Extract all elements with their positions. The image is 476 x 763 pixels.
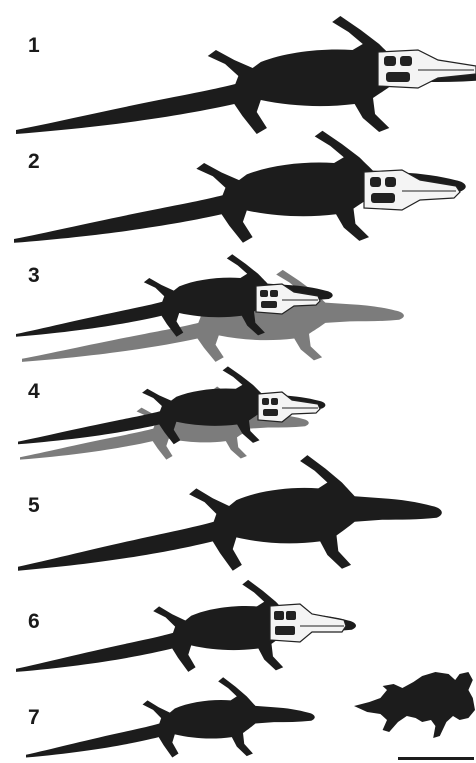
skull-illustration <box>364 170 460 210</box>
panel-1: 1 <box>16 16 476 134</box>
scale-bar <box>398 757 474 760</box>
skull-illustration <box>270 604 346 642</box>
panel-5: 5 <box>18 455 442 571</box>
panel-label: 6 <box>28 610 40 633</box>
panel-7: 7 <box>26 677 315 757</box>
crocodylian-silhouette <box>18 455 442 571</box>
panel-label: 3 <box>28 264 40 287</box>
panel-label: 5 <box>28 494 40 517</box>
panel-2: 2 <box>14 131 466 243</box>
panel-label: 4 <box>28 380 40 403</box>
crocodylian-silhouette <box>26 677 315 757</box>
panel-label: 2 <box>28 150 40 173</box>
panel-3: 3 <box>16 254 404 362</box>
human-diver-silhouette <box>354 672 475 738</box>
panel-label: 7 <box>28 706 40 729</box>
skull-illustration <box>378 50 476 88</box>
panel-label: 1 <box>28 34 40 57</box>
panel-6: 6 <box>16 580 356 672</box>
panel-4: 4 <box>18 366 325 459</box>
